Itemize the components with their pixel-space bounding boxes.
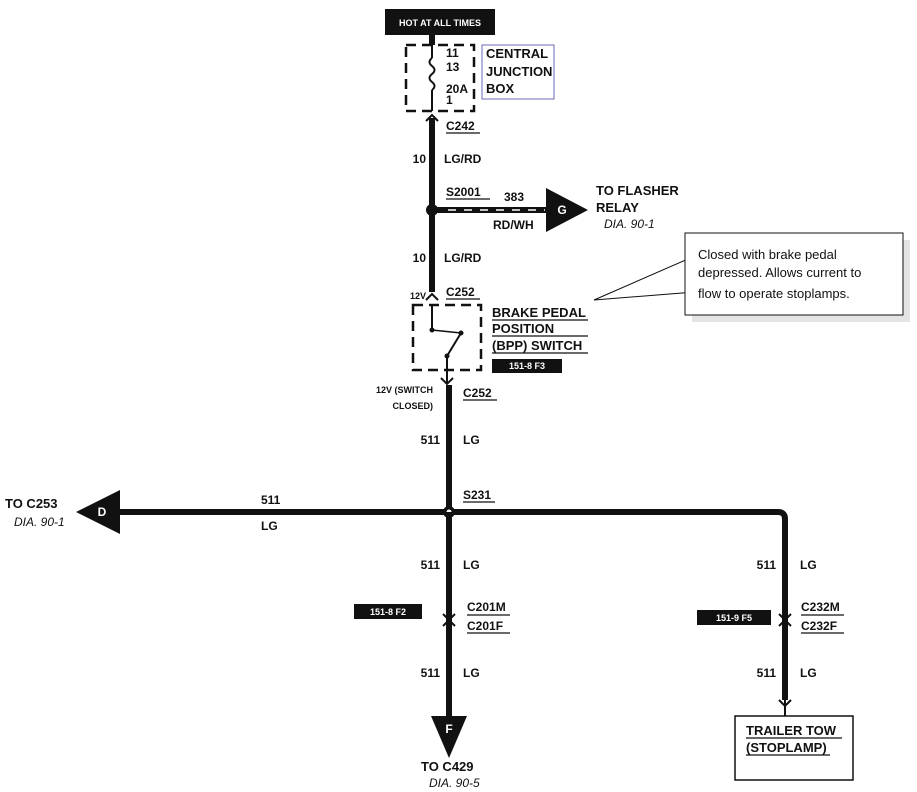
connector-c252-bottom-icon (440, 377, 454, 386)
mid-arrow-icon (431, 716, 467, 758)
jb-pin-13: 13 (446, 60, 460, 74)
wire2-number: 10 (413, 251, 427, 265)
left-wire-number: 511 (261, 493, 281, 507)
voltage-top: 12V (410, 291, 426, 301)
wire3-color: LG (463, 433, 480, 447)
jb-pin-top: 11 (446, 46, 459, 60)
callout-box (684, 232, 904, 316)
right-wire-color-1: LG (800, 558, 817, 572)
callout-line1: Closed with brake pedal (698, 247, 837, 262)
switch-name-line1: BRAKE PEDAL (492, 305, 586, 320)
c232f-label: C232F (801, 619, 837, 633)
switch-blade-icon (446, 332, 462, 357)
jb-pin-1: 1 (446, 93, 453, 107)
flasher-arrow-icon (546, 188, 588, 232)
s2001-label: S2001 (446, 185, 481, 199)
right-wire-number-1: 511 (757, 558, 777, 572)
left-connector-letter: D (98, 505, 107, 519)
jb-name-line3: BOX (486, 81, 515, 96)
mid-ref: 151-8 F2 (370, 607, 406, 617)
trailer-line2: (STOPLAMP) (746, 740, 827, 755)
voltage-switch-line1: 12V (SWITCH (376, 385, 433, 395)
c252-bottom-label: C252 (463, 386, 492, 400)
c201m-label: C201M (467, 600, 506, 614)
mid-wire-color-1: LG (463, 558, 480, 572)
wire2-color: LG/RD (444, 251, 482, 265)
mid-dest: TO C429 (421, 759, 474, 774)
c201f-label: C201F (467, 619, 503, 633)
c242-label: C242 (446, 119, 475, 133)
wire1-color: LG/RD (444, 152, 482, 166)
c252-top-label: C252 (446, 285, 475, 299)
left-wire-color: LG (261, 519, 278, 533)
connector-c232-icon (778, 613, 792, 627)
wire1-number: 10 (413, 152, 427, 166)
wire3-number: 511 (421, 433, 441, 447)
switch-contact-bar (431, 329, 462, 334)
s231-label: S231 (463, 488, 491, 502)
right-ref-box (697, 610, 771, 625)
mid-wire-number-1: 511 (421, 558, 441, 572)
left-arrow-icon (76, 490, 120, 534)
flasher-diagram-ref: DIA. 90-1 (604, 217, 655, 231)
switch-ref-box (492, 359, 562, 373)
callout-line2: depressed. Allows current to (698, 265, 861, 280)
switch-name-line3: (BPP) SWITCH (492, 338, 582, 353)
right-wire-color-2: LG (800, 666, 817, 680)
wire-lg-right (449, 509, 788, 700)
left-diagram-ref: DIA. 90-1 (14, 515, 65, 529)
voltage-switch-line2: CLOSED) (393, 401, 434, 411)
connector-c242-icon (425, 113, 439, 122)
right-ref: 151-9 F5 (716, 613, 752, 623)
fuse-symbol-icon (428, 57, 436, 91)
power-source-box (385, 9, 495, 35)
connector-c252-top-icon (425, 292, 439, 301)
mid-ref-box (354, 604, 422, 619)
callout-line3: flow to operate stoplamps. (698, 286, 850, 301)
connector-c201-icon (442, 613, 456, 627)
mid-connector-letter: F (445, 722, 452, 736)
jb-name-line1: CENTRAL (486, 46, 548, 61)
left-dest: TO C253 (5, 496, 58, 511)
mid-wire-number-2: 511 (421, 666, 441, 680)
flasher-wire-number: 383 (504, 190, 524, 204)
trailer-line1: TRAILER TOW (746, 723, 837, 738)
flasher-dest-line2: RELAY (596, 200, 639, 215)
right-wire-number-2: 511 (757, 666, 777, 680)
switch-ref: 151-8 F3 (509, 361, 545, 371)
trailer-tow-box (734, 715, 854, 781)
flasher-wire-color: RD/WH (493, 218, 534, 232)
power-source-label: HOT AT ALL TIMES (399, 18, 481, 28)
jb-name-line2: JUNCTION (486, 64, 552, 79)
flasher-dest-line1: TO FLASHER (596, 183, 679, 198)
mid-diagram-ref: DIA. 90-5 (429, 776, 480, 790)
flasher-connector-letter: G (557, 203, 566, 217)
junction-box-outline (404, 43, 476, 113)
mid-wire-color-2: LG (463, 666, 480, 680)
c232m-label: C232M (801, 600, 840, 614)
junction-box-name-frame (481, 44, 555, 100)
switch-name-line2: POSITION (492, 321, 554, 336)
jb-fuse-rating: 20A (446, 82, 468, 96)
